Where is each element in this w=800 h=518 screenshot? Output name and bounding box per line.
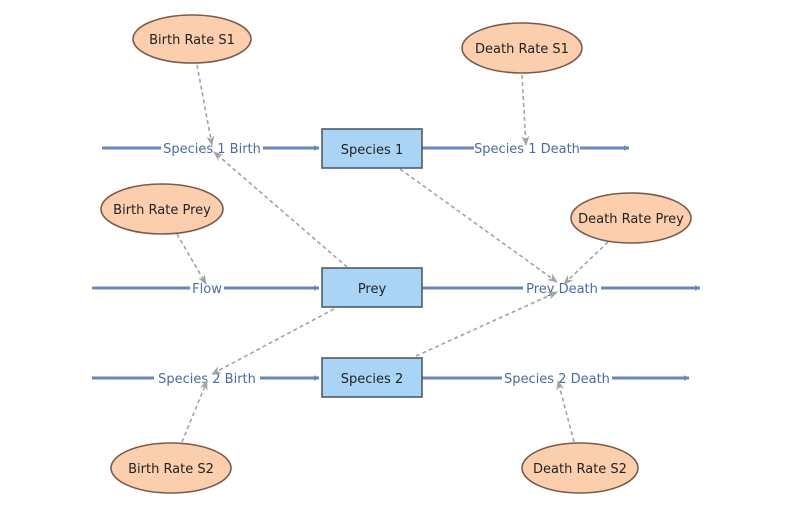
flow-label-bg (502, 370, 612, 386)
aux-birth-rate-s1[interactable]: Birth Rate S1 (132, 14, 252, 64)
link-birth-rate-s2 (181, 380, 208, 443)
aux-death-rate-prey-label: Death Rate Prey (578, 212, 684, 227)
stock-species2[interactable]: Species 2 (321, 357, 423, 398)
aux-death-rate-s2-label: Death Rate S2 (533, 462, 627, 477)
flow-label-prey-flow[interactable]: Flow (192, 282, 222, 297)
links (176, 64, 609, 443)
link-birth-rate-s1 (196, 64, 215, 146)
stock-species1-label: Species 1 (341, 143, 403, 158)
flow-label-species2-birth[interactable]: Species 2 Birth (158, 372, 256, 387)
link-birth-rate-prey (176, 233, 207, 285)
aux-death-rate-prey[interactable]: Death Rate Prey (570, 192, 692, 244)
flow-label-bg (154, 370, 260, 386)
flow-label-bg (474, 140, 580, 156)
aux-birth-rate-prey[interactable]: Birth Rate Prey (100, 183, 224, 235)
aux-birth-rate-s2-label: Birth Rate S2 (128, 462, 214, 477)
flow-label-prey-death[interactable]: Prey Death (526, 282, 598, 297)
link-species2-to-prey-death (415, 291, 558, 357)
stock-prey-label: Prey (358, 282, 387, 297)
aux-death-rate-s1-label: Death Rate S1 (475, 42, 569, 57)
stock-species2-label: Species 2 (341, 372, 403, 387)
flow-label-bg (523, 280, 601, 296)
link-prey-to-species2-birth (211, 308, 335, 375)
aux-death-rate-s1[interactable]: Death Rate S1 (461, 22, 583, 74)
aux-birth-rate-s1-label: Birth Rate S1 (149, 33, 235, 48)
flow-label-species1-birth[interactable]: Species 1 Birth (163, 142, 261, 157)
flow-label-bg (161, 140, 263, 156)
aux-birth-rate-s2[interactable]: Birth Rate S2 (110, 442, 232, 494)
aux-death-rate-s2[interactable]: Death Rate S2 (521, 442, 639, 494)
link-death-rate-s2 (556, 380, 575, 443)
flow-label-species2-death[interactable]: Species 2 Death (504, 372, 610, 387)
stock-species1[interactable]: Species 1 (321, 128, 423, 169)
link-species1-to-prey-death (399, 168, 558, 283)
stock-prey[interactable]: Prey (321, 267, 423, 308)
link-prey-to-species1-birth (213, 151, 348, 268)
link-death-rate-s1 (521, 74, 530, 146)
aux-birth-rate-prey-label: Birth Rate Prey (113, 203, 211, 218)
flow-label-species1-death[interactable]: Species 1 Death (474, 142, 580, 157)
link-death-rate-prey (563, 241, 609, 285)
